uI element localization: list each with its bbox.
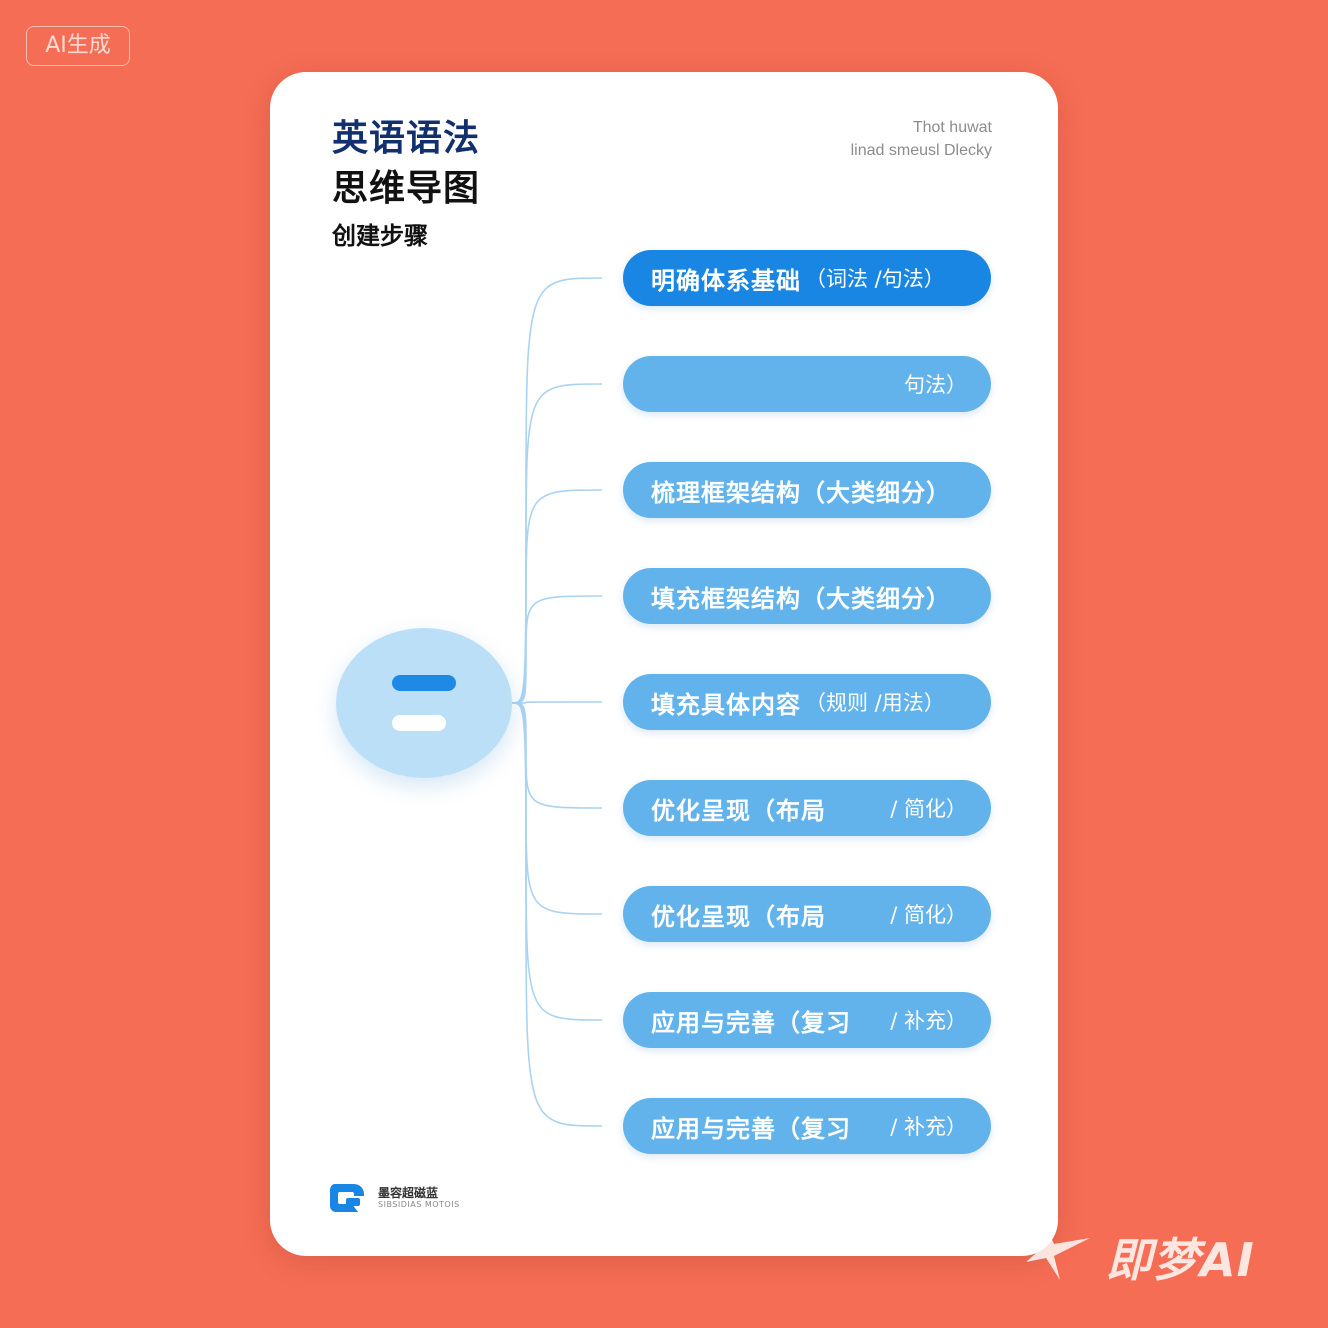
branch-node-trailing: / 简化） [890,797,967,821]
branch-node-3[interactable]: 梳理框架结构（大类细分） [623,462,991,518]
branch-node-trailing: 句法） [904,373,967,397]
branch-node-7[interactable]: 优化呈现（布局 / 简化） [623,886,991,942]
branch-node-trailing: / 补充） [890,1115,967,1139]
footer-brand: 墨容超磁蓝 [378,1186,439,1200]
watermark: 即梦AI [1024,1218,1314,1288]
branch-node-label: 应用与完善（复习 [651,1008,851,1037]
connector-line-5 [511,701,603,704]
branch-node-8[interactable]: 应用与完善（复习 / 补充） [623,992,991,1048]
corner-caption: Thot huwat linad smeusl Dlecky [851,116,992,162]
title-line-2: 思维导图 [332,168,481,209]
branch-node-6[interactable]: 优化呈现（布局 / 简化） [623,780,991,836]
branch-node-label: 梳理框架结构（大类细分） [651,478,951,507]
title-block: 英语语法 思维导图 创建步骤 [332,114,480,256]
branch-node-label: 优化呈现（布局 [651,796,826,825]
branch-node-1[interactable]: 明确体系基础（词法 /句法） [623,250,991,306]
subtitle: 创建步骤 [332,222,428,250]
branch-node-5[interactable]: 填充具体内容（规则 /用法） [623,674,991,730]
branch-node-2[interactable]: 句法） [623,356,991,412]
connector-line-3 [511,489,603,704]
branch-node-9[interactable]: 应用与完善（复习 / 补充） [623,1098,991,1154]
branch-node-label: 填充框架结构（大类细分） [651,584,951,613]
watermark-logo-icon [1026,1222,1090,1280]
mindmap-card: 英语语法 思维导图 创建步骤 Thot huwat linad smeusl D… [270,72,1058,1256]
branch-node-label: 填充具体内容 [651,690,801,719]
branch-node-label: 优化呈现（布局 [651,902,826,931]
footer-tagline: SIBSIDIAS MOTOIS [378,1200,460,1209]
corner-caption-line-1: Thot huwat [912,119,992,136]
branch-node-label: 明确体系基础 [651,266,801,295]
connector-lines [511,277,603,1127]
watermark-text: 即梦AI [1106,1233,1255,1287]
branch-node-trailing: / 简化） [890,903,967,927]
corner-caption-line-2: linad smeusl Dlecky [850,142,992,159]
branch-node-detail: （规则 /用法） [805,691,945,715]
branch-node-4[interactable]: 填充框架结构（大类细分） [623,568,991,624]
branch-node-label: 应用与完善（复习 [651,1114,851,1143]
brand-logo-icon [329,1184,364,1212]
connector-line-2 [511,383,603,704]
title-line-1: 英语语法 [332,118,481,159]
ai-generated-badge: AI生成 [26,26,130,66]
central-hub[interactable] [336,628,512,778]
connector-line-9 [511,702,603,1127]
branch-node-detail: （词法 /句法） [805,267,945,291]
hub-bar-blue [392,675,456,691]
connector-line-4 [511,595,603,704]
hub-bar-white [392,715,446,731]
branch-node-trailing: / 补充） [890,1009,967,1033]
